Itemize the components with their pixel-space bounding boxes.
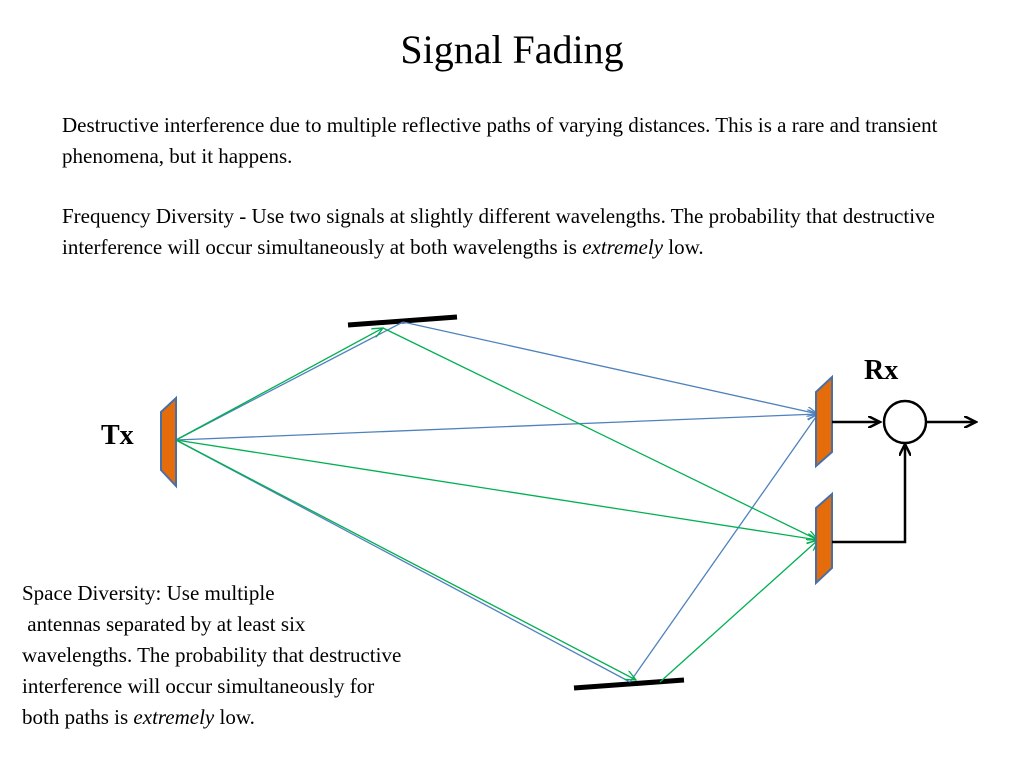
space-diversity-line-2: antennas separated by at least six <box>22 612 306 636</box>
space-diversity-line-5-end: low. <box>214 705 255 729</box>
blue-path-direct-tx-to-rx1 <box>175 414 818 441</box>
green-path-top-reflector-to-rx2 <box>382 327 818 540</box>
green-path-tx-to-bottom-reflector <box>175 439 636 680</box>
frequency-diversity-text-end: low. <box>663 235 704 259</box>
space-diversity-line-4: interference will occur simultaneously f… <box>22 674 375 698</box>
frequency-diversity-text: Frequency Diversity - Use two signals at… <box>62 201 982 263</box>
rx-antenna-2 <box>815 491 833 586</box>
tx-label: Tx <box>101 420 134 451</box>
space-diversity-line-1: Space Diversity: Use multiple <box>22 581 275 605</box>
frequency-diversity-emphasis: extremely <box>582 235 664 259</box>
blue-path-tx-to-top-reflector <box>175 321 404 441</box>
frequency-diversity-text-main: Frequency Diversity - Use two signals at… <box>62 204 935 259</box>
green-path-direct-tx-to-rx2 <box>175 439 818 540</box>
space-diversity-line-3: wavelengths. The probability that destru… <box>22 643 402 667</box>
rx2-to-combiner-wire <box>832 444 905 544</box>
rx-antenna-1 <box>815 374 833 469</box>
rx-label: Rx <box>864 355 899 386</box>
green-path-bottom-reflector-to-rx2 <box>659 540 818 683</box>
space-diversity-emphasis: extremely <box>133 705 215 729</box>
green-path-tx-to-top-reflector <box>175 328 383 441</box>
combiner-node <box>882 399 928 445</box>
bottom-reflector <box>573 677 685 691</box>
space-diversity-text: Space Diversity: Use multiple antennas s… <box>22 578 502 733</box>
top-reflector <box>347 314 458 328</box>
blue-path-top-reflector-to-rx1 <box>402 321 818 414</box>
fading-description: Destructive interference due to multiple… <box>62 113 938 168</box>
tx-antenna <box>160 395 177 489</box>
space-diversity-line-5: both paths is extremely low. <box>22 702 502 733</box>
blue-path-bottom-reflector-to-rx1 <box>629 414 818 683</box>
space-diversity-line-5-start: both paths is <box>22 705 134 729</box>
slide-title: Signal Fading <box>400 27 624 72</box>
blue-path-tx-to-bottom-reflector <box>175 439 631 683</box>
